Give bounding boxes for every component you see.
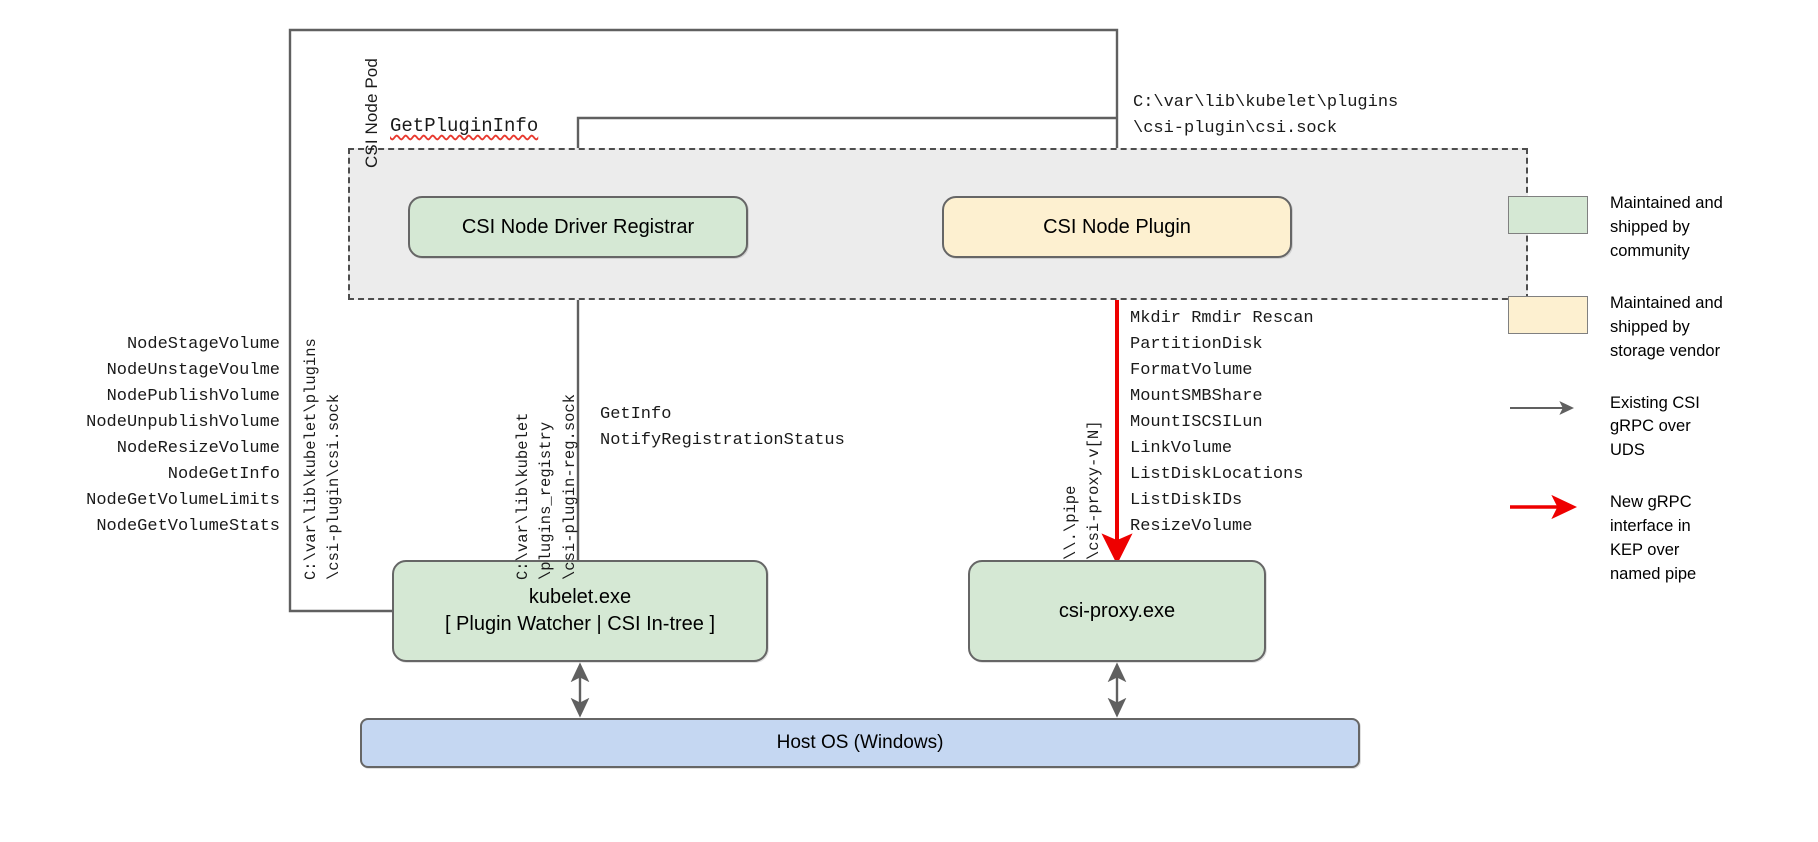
- csi-proxy-api-item: Mkdir Rmdir Rescan: [1130, 309, 1314, 328]
- node-csi-node-plugin-label: CSI Node Plugin: [1043, 215, 1191, 238]
- node-kubelet-exe-subtitle: [ Plugin Watcher | CSI In-tree ]: [444, 613, 716, 635]
- csi-node-rpc-item: NodeGetInfo: [167, 465, 280, 484]
- node-csi-node-driver-registrar-label: CSI Node Driver Registrar: [461, 215, 695, 238]
- label-csi-plugin-socket-path: C:\var\lib\kubelet\plugins \csi-plugin\c…: [1133, 93, 1399, 138]
- label-registration-rpcs: GetInfo NotifyRegistrationStatus: [600, 405, 845, 450]
- csi-proxy-api-item: ListDiskIDs: [1130, 491, 1243, 510]
- node-csi-proxy-exe-label: csi-proxy.exe: [1058, 599, 1176, 622]
- legend-arrow-gray-icon: [1510, 400, 1574, 415]
- node-host-os-label: Host OS (Windows): [776, 732, 944, 754]
- label-kubelet-csi-socket-path: C:\var\lib\kubelet\plugins \csi-plugin\c…: [302, 338, 344, 580]
- label-plugins-registry-socket-path: C:\var\lib\kubelet \plugins_registry \cs…: [514, 393, 579, 580]
- node-csi-node-driver-registrar[interactable]: CSI Node Driver Registrar: [408, 196, 748, 258]
- legend-swatch-green: [1508, 196, 1588, 234]
- label-get-plugin-info: GetPluginInfo: [390, 115, 539, 137]
- csi-node-rpc-item: NodeUnpublishVolume: [86, 413, 280, 432]
- node-csi-node-plugin[interactable]: CSI Node Plugin: [942, 196, 1292, 258]
- node-kubelet-exe-title: kubelet.exe: [528, 586, 632, 608]
- csi-proxy-api-item: ResizeVolume: [1130, 517, 1253, 536]
- csi-proxy-api-item: PartitionDisk: [1130, 335, 1263, 354]
- legend-arrow-red-icon: [1510, 495, 1577, 520]
- csi-proxy-api-item: ListDiskLocations: [1130, 465, 1304, 484]
- csi-node-rpc-item: NodeResizeVolume: [116, 439, 280, 458]
- node-csi-proxy-exe[interactable]: csi-proxy.exe: [968, 560, 1266, 662]
- csi-node-pod-label: CSI Node Pod: [362, 58, 381, 168]
- node-host-os[interactable]: Host OS (Windows): [360, 718, 1360, 768]
- node-kubelet-exe[interactable]: kubelet.exe [ Plugin Watcher | CSI In-tr…: [392, 560, 768, 662]
- csi-node-rpc-item: NodeStageVolume: [126, 335, 280, 354]
- csi-node-rpc-item: NodeUnstageVoulme: [106, 361, 280, 380]
- legend-swatch-yellow: [1508, 295, 1588, 334]
- csi-proxy-api-item: FormatVolume: [1130, 361, 1253, 380]
- csi-proxy-api-item: MountISCSILun: [1130, 413, 1263, 432]
- csi-proxy-api-item: LinkVolume: [1130, 439, 1233, 458]
- label-named-pipe-path: \\.\pipe \csi-proxy-v[N]: [1062, 420, 1104, 560]
- csi-node-rpc-item: NodeGetVolumeLimits: [86, 491, 280, 510]
- csi-proxy-api-item: MountSMBShare: [1130, 387, 1263, 406]
- csi-node-rpc-item: NodeGetVolumeStats: [96, 517, 280, 536]
- csi-node-rpc-item: NodePublishVolume: [106, 387, 280, 406]
